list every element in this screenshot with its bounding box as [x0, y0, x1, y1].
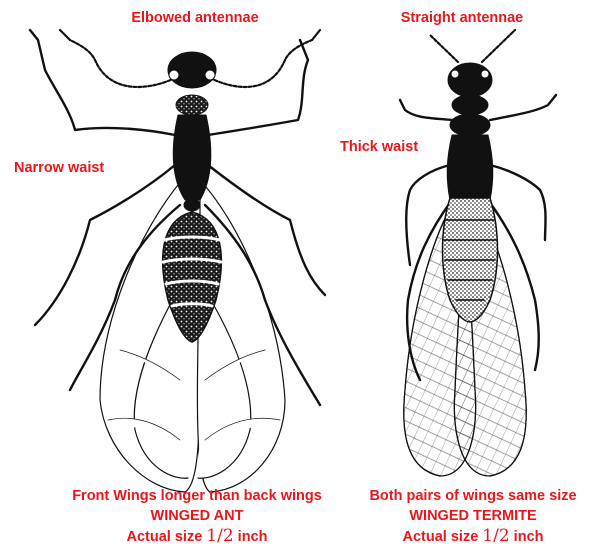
termite-drawing [400, 30, 556, 476]
ant-wing-note: Front Wings longer than back wings [72, 488, 322, 505]
termite-waist-label: Thick waist [340, 139, 418, 156]
termite-body [443, 63, 498, 322]
termite-size-line: Actual size 1/2 inch [403, 528, 544, 546]
termite-antennae [430, 30, 515, 62]
ant-waist-label: Narrow waist [14, 160, 104, 177]
ant-antennae-label: Elbowed antennae [131, 10, 258, 27]
ant-name: WINGED ANT [151, 508, 244, 525]
ant-drawing [30, 30, 325, 492]
ant-size-value: 1/2 [206, 526, 233, 546]
ant-size-prefix: Actual size [127, 529, 203, 545]
termite-size-prefix: Actual size [403, 529, 479, 545]
termite-wing-note: Both pairs of wings same size [369, 488, 576, 505]
termite-name: WINGED TERMITE [409, 508, 536, 525]
termite-size-unit: inch [514, 529, 544, 545]
ant-size-line: Actual size 1/2 inch [127, 528, 268, 546]
ant-size-unit: inch [238, 529, 268, 545]
termite-antennae-label: Straight antennae [401, 10, 523, 27]
termite-size-value: 1/2 [482, 526, 509, 546]
